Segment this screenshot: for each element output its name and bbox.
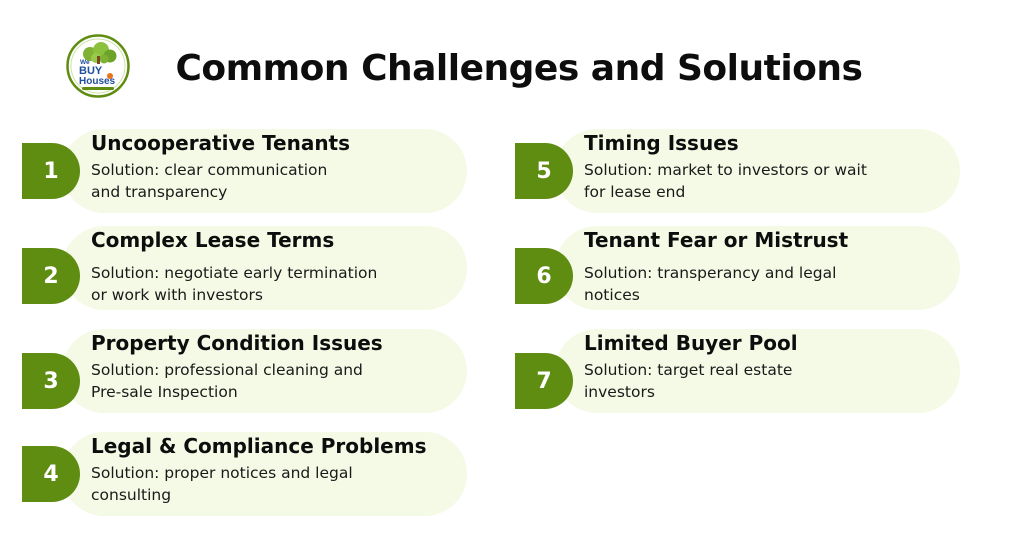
brand-logo: We BUY Houses (66, 34, 130, 98)
solution-line-1: Solution: proper notices and legal (91, 464, 353, 482)
card-background (555, 226, 960, 310)
solution-line-2: for lease end (584, 183, 686, 201)
number-badge: 4 (22, 446, 80, 502)
challenge-title: Limited Buyer Pool (584, 331, 798, 355)
solution-line-1: Solution: transperancy and legal (584, 264, 837, 282)
challenge-card-6: 6 Tenant Fear or Mistrust Solution: tran… (515, 226, 965, 310)
challenge-solution: Solution: transperancy and legal notices (584, 262, 914, 306)
card-background (555, 129, 960, 213)
challenge-card-1: 1 Uncooperative Tenants Solution: clear … (22, 129, 472, 213)
challenge-title: Tenant Fear or Mistrust (584, 228, 849, 252)
solution-line-2: investors (584, 383, 655, 401)
challenge-card-7: 7 Limited Buyer Pool Solution: target re… (515, 329, 965, 413)
tree-house-logo-icon: We BUY Houses (66, 34, 130, 98)
number-badge: 6 (515, 248, 573, 304)
card-background (62, 129, 467, 213)
solution-line-1: Solution: market to investors or wait (584, 161, 867, 179)
solution-line-1: Solution: target real estate (584, 361, 793, 379)
number-badge: 2 (22, 248, 80, 304)
challenge-title: Property Condition Issues (91, 331, 383, 355)
card-background (62, 226, 467, 310)
card-background (62, 432, 467, 516)
number-badge: 1 (22, 143, 80, 199)
challenge-solution: Solution: proper notices and legal consu… (91, 462, 421, 506)
challenge-solution: Solution: clear communication and transp… (91, 159, 421, 203)
logo-text-houses: Houses (79, 76, 116, 87)
challenge-solution: Solution: negotiate early termination or… (91, 262, 421, 306)
challenge-title: Complex Lease Terms (91, 228, 335, 252)
logo-text-we: We (80, 59, 90, 66)
solution-line-1: Solution: professional cleaning and (91, 361, 363, 379)
challenge-card-5: 5 Timing Issues Solution: market to inve… (515, 129, 965, 213)
challenge-title: Timing Issues (584, 131, 739, 155)
solution-line-2: or work with investors (91, 286, 263, 304)
challenge-solution: Solution: professional cleaning and Pre-… (91, 359, 421, 403)
card-background (555, 329, 960, 413)
solution-line-2: consulting (91, 486, 172, 504)
number-badge: 5 (515, 143, 573, 199)
challenge-solution: Solution: target real estate investors (584, 359, 914, 403)
logo-text-buy: BUY (79, 65, 103, 77)
solution-line-2: Pre-sale Inspection (91, 383, 238, 401)
number-badge: 7 (515, 353, 573, 409)
challenge-card-3: 3 Property Condition Issues Solution: pr… (22, 329, 472, 413)
solution-line-2: and transparency (91, 183, 228, 201)
solution-line-1: Solution: clear communication (91, 161, 328, 179)
challenge-title: Uncooperative Tenants (91, 131, 351, 155)
challenge-card-2: 2 Complex Lease Terms Solution: negotiat… (22, 226, 472, 310)
solution-line-2: notices (584, 286, 640, 304)
number-badge: 3 (22, 353, 80, 409)
challenge-solution: Solution: market to investors or wait fo… (584, 159, 914, 203)
solution-line-1: Solution: negotiate early termination (91, 264, 378, 282)
challenge-card-4: 4 Legal & Compliance Problems Solution: … (22, 432, 472, 516)
card-background (62, 329, 467, 413)
challenge-title: Legal & Compliance Problems (91, 434, 427, 458)
page-title: Common Challenges and Solutions (175, 48, 863, 89)
